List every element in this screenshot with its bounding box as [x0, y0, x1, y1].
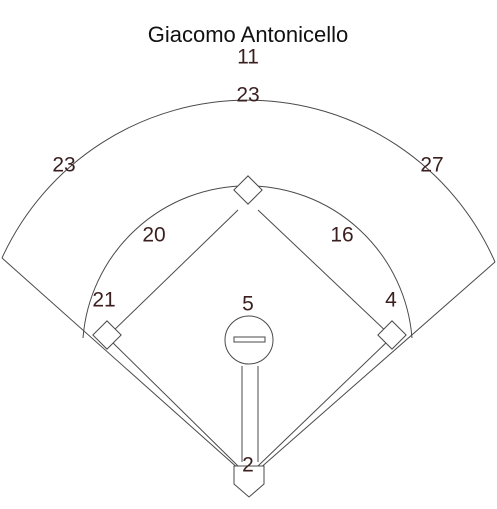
pitcher-lane: [241, 366, 259, 462]
position-label-first-base: 4: [385, 288, 397, 312]
base-path-second-right: [257, 209, 392, 337]
position-label-cf-top: 11: [237, 45, 259, 69]
position-label-right-field: 27: [420, 153, 444, 177]
position-label-third-base: 21: [92, 288, 116, 312]
base-path-home-right: [257, 337, 392, 467]
first-base: [377, 320, 407, 350]
base-path-third: [107, 209, 239, 337]
third-base: [92, 320, 122, 350]
pitcher-rubber: [233, 336, 266, 343]
diagram-title: Giacomo Antonicello: [147, 22, 349, 47]
outfield-fence: [1, 99, 496, 263]
second-base: [233, 175, 263, 205]
position-label-second-base: 16: [330, 223, 354, 247]
base-path-home-left: [107, 337, 239, 467]
position-label-left-field: 23: [52, 153, 76, 177]
position-label-shortstop: 20: [142, 223, 166, 247]
left-foul-line: [1, 257, 241, 471]
home-plate: [233, 465, 265, 498]
right-foul-line: [257, 261, 496, 471]
position-label-center-field: 23: [236, 83, 260, 107]
position-label-pitcher: 5: [242, 292, 254, 316]
position-label-catcher: 2: [242, 453, 254, 477]
